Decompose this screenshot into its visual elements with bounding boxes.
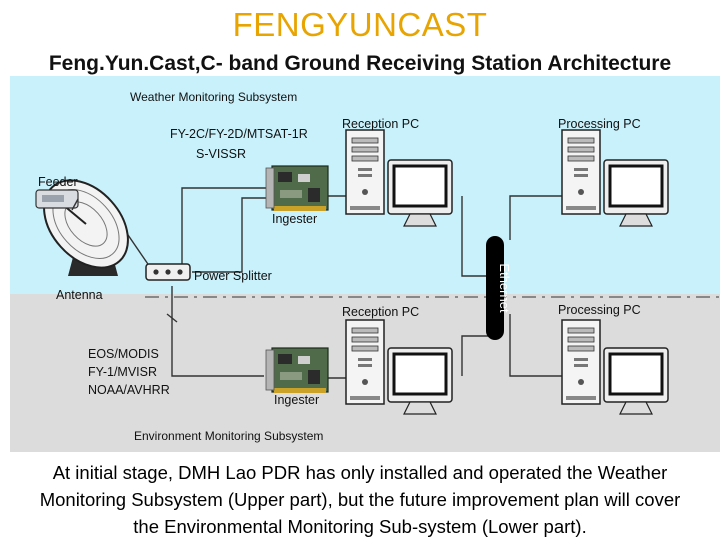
ingester-card-upper xyxy=(265,165,329,212)
lower-satellite-2: FY-1/MVISR xyxy=(88,365,157,379)
antenna-label: Antenna xyxy=(56,288,103,302)
connection-lines xyxy=(114,187,580,379)
upper-satellites-line1: FY-2C/FY-2D/MTSAT-1R xyxy=(170,127,308,141)
ingester-card-lower xyxy=(265,347,329,394)
processing-pc-lower-label: Processing PC xyxy=(558,303,641,317)
ingester-upper-label: Ingester xyxy=(272,212,317,226)
reception-pc-upper-label: Reception PC xyxy=(342,117,419,131)
reception-pc-lower-tower xyxy=(345,319,385,405)
feeder-label: Feeder xyxy=(38,175,78,189)
page-subtitle: Feng.Yun.Cast,C- band Ground Receiving S… xyxy=(48,52,672,75)
footer-line-3: the Environmental Monitoring Sub-system … xyxy=(133,516,587,537)
footer-line-2: Monitoring Subsystem (Upper part), but t… xyxy=(39,489,681,510)
ethernet-label: Ethernet xyxy=(497,263,512,313)
footer-note: At initial stage, DMH Lao PDR has only i… xyxy=(8,459,712,540)
power-splitter-icon xyxy=(145,263,191,281)
environment-subsystem-label: Environment Monitoring Subsystem xyxy=(134,429,323,443)
feeder-icon xyxy=(35,189,79,211)
processing-pc-upper-label: Processing PC xyxy=(558,117,641,131)
upper-satellites-line2: S-VISSR xyxy=(196,147,246,161)
page-title: FENGYUNCAST xyxy=(232,6,488,43)
reception-pc-upper-tower xyxy=(345,129,385,215)
processing-pc-upper-tower xyxy=(561,129,601,215)
ingester-lower-label: Ingester xyxy=(274,393,319,407)
power-splitter-label: Power Splitter xyxy=(194,269,272,283)
lower-satellite-3: NOAA/AVHRR xyxy=(88,383,170,397)
processing-pc-lower-tower xyxy=(561,319,601,405)
footer-line-1: At initial stage, DMH Lao PDR has only i… xyxy=(52,462,668,483)
lower-satellite-1: EOS/MODIS xyxy=(88,347,159,361)
weather-subsystem-label: Weather Monitoring Subsystem xyxy=(130,90,297,104)
architecture-diagram: Ethernet Weather Monitoring Subsystem FY… xyxy=(10,76,720,452)
ethernet-hub: Ethernet xyxy=(486,236,512,340)
reception-pc-lower-label: Reception PC xyxy=(342,305,419,319)
